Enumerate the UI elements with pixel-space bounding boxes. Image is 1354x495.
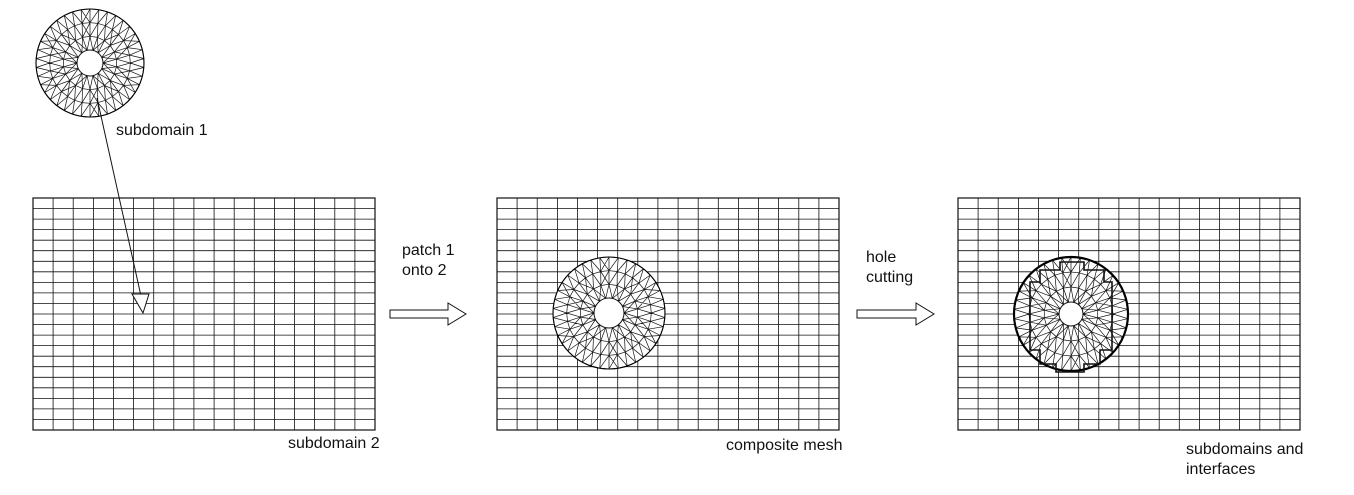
subdomain-2-label: subdomain 2 (288, 435, 380, 452)
annulus-hole (1058, 301, 1084, 327)
composite-mesh-grid (496, 197, 840, 431)
hole-label-line-2: cutting (866, 269, 914, 286)
patch-arrow (389, 302, 467, 326)
arrows (96, 97, 935, 326)
annulus-hole (76, 49, 104, 77)
hole-interface-outline (1029, 261, 1113, 373)
hole-cutting-step-label: hole cutting (866, 248, 913, 288)
annulus-hole (593, 297, 625, 329)
subdomain-1-label: subdomain 1 (116, 122, 208, 139)
interfaces-grid (957, 197, 1301, 431)
placement-arrow-head (131, 293, 150, 315)
grid-lines (32, 197, 376, 431)
annulus-outer-boundary (552, 256, 666, 370)
patch-step-label: patch 1 onto 2 (402, 241, 454, 281)
placement-arrow-line (96, 97, 142, 297)
patch-label-line-2: onto 2 (402, 262, 447, 279)
grid-lines (496, 197, 840, 431)
interfaces-annulus (1012, 255, 1130, 373)
subdomains-interfaces-label: subdomains and interfaces (1186, 440, 1303, 480)
composite-mesh-annulus (552, 256, 666, 370)
grid-border (957, 197, 1301, 431)
annulus-outer-boundary (1012, 255, 1130, 373)
subint-label-line-1: subdomains and (1186, 441, 1304, 458)
subint-label-line-2: interfaces (1186, 461, 1256, 478)
grid-border (496, 197, 840, 431)
composite-mesh-label: composite mesh (726, 437, 843, 454)
subdomain-1-annulus-mesh (35, 8, 145, 118)
hole-cutting-arrow (856, 302, 935, 326)
hole-label-line-1: hole (866, 249, 897, 266)
annulus-outer-boundary (35, 8, 145, 118)
subdomain-2-cartesian-grid (32, 197, 376, 431)
patch-label-line-1: patch 1 (402, 242, 455, 259)
grid-border (32, 197, 376, 431)
